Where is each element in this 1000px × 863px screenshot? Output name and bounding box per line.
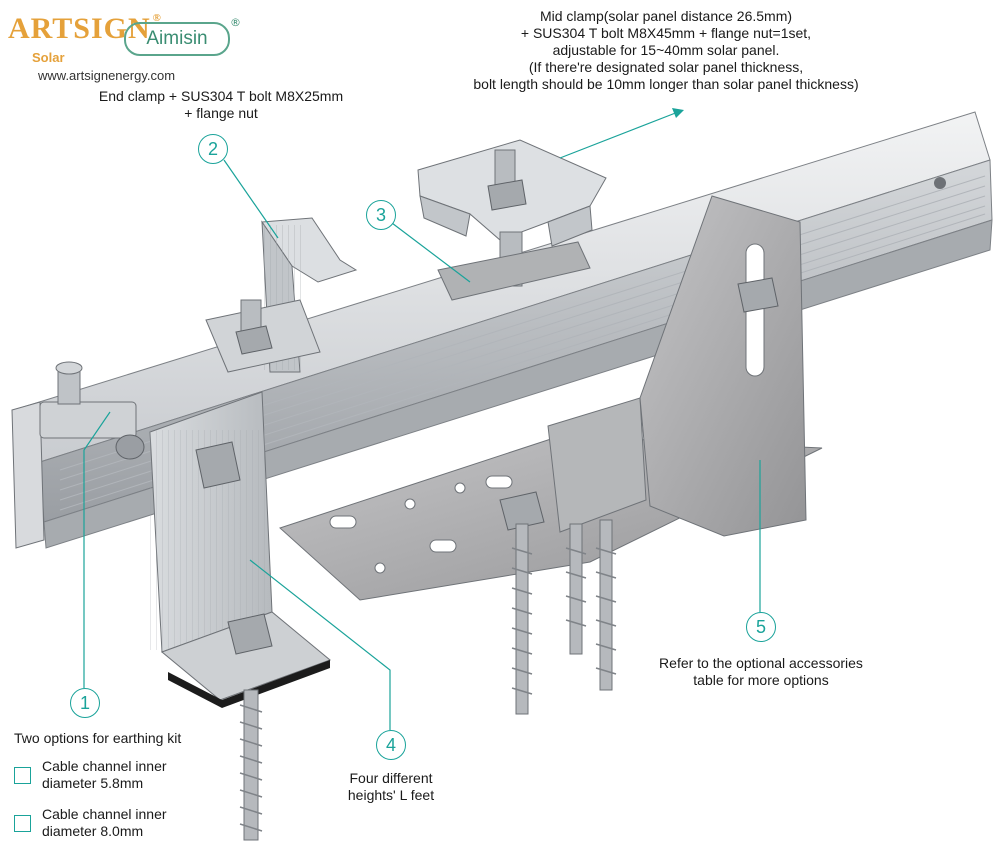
leader-lines [83,108,761,730]
earthing-option-2: Cable channel inner diameter 8.0mm [42,806,167,840]
l-feet-caption-line1: Four different [349,770,433,786]
earthing-option-1: Cable channel inner diameter 5.8mm [42,758,167,792]
l-foot-adjustable [149,391,331,841]
website-url: www.artsignenergy.com [38,68,176,83]
leader-line-3 [387,219,471,283]
earthing-kit-title: Two options for earthing kit [14,730,182,746]
end-clamp [205,217,358,373]
callout-number-1: 1 [70,688,100,718]
leader-line-mid [559,111,679,159]
earthing-option-2-line1: Cable channel inner [42,806,167,822]
callout-number-4: 4 [376,730,406,760]
mid-clamp-caption-line4: (If there're designated solar panel thic… [528,59,804,75]
mid-clamp-caption-line3: adjustable for 15~40mm solar panel. [552,42,780,58]
callout-number-5: 5 [746,612,776,642]
mid-clamp-caption-line2: + SUS304 T bolt M8X45mm + flange nut=1se… [520,25,812,41]
leader-line-2 [223,159,279,239]
mid-clamp-caption: Mid clamp(solar panel distance 26.5mm) +… [426,8,906,93]
callout-number-3: 3 [366,200,396,230]
accessories-caption-line1: Refer to the optional accessories [659,655,863,671]
earthing-kit [39,361,145,460]
mid-clamp [417,139,607,301]
aimisin-logo: Aimisin [124,22,230,56]
mid-clamp-caption-line1: Mid clamp(solar panel distance 26.5mm) [539,8,793,24]
leader-line-1 [83,411,111,688]
accessories-caption-line2: table for more options [693,672,829,688]
roof-hook [279,195,823,715]
leader-arrow-icon [672,108,684,118]
end-clamp-caption-line2: + flange nut [184,105,258,121]
end-clamp-caption: End clamp + SUS304 T bolt M8X25mm + flan… [56,88,386,122]
callout-number-2: 2 [198,134,228,164]
registered-mark: ® [152,12,162,24]
option-1-checkbox [14,767,31,784]
mid-clamp-caption-line5: bolt length should be 10mm longer than s… [473,76,859,92]
aimisin-registered-mark: ® [230,16,241,29]
option-2-checkbox [14,815,31,832]
earthing-option-2-line2: diameter 8.0mm [42,823,144,839]
l-feet-caption: Four different heights' L feet [316,770,466,804]
earthing-option-1-line1: Cable channel inner [42,758,167,774]
end-clamp-caption-line1: End clamp + SUS304 T bolt M8X25mm [98,88,344,104]
accessories-caption: Refer to the optional accessories table … [620,655,902,689]
artsign-solar-text: Solar [32,50,65,65]
earthing-option-1-line2: diameter 5.8mm [42,775,144,791]
leader-line-4 [249,559,391,730]
l-feet-caption-line2: heights' L feet [347,787,435,803]
